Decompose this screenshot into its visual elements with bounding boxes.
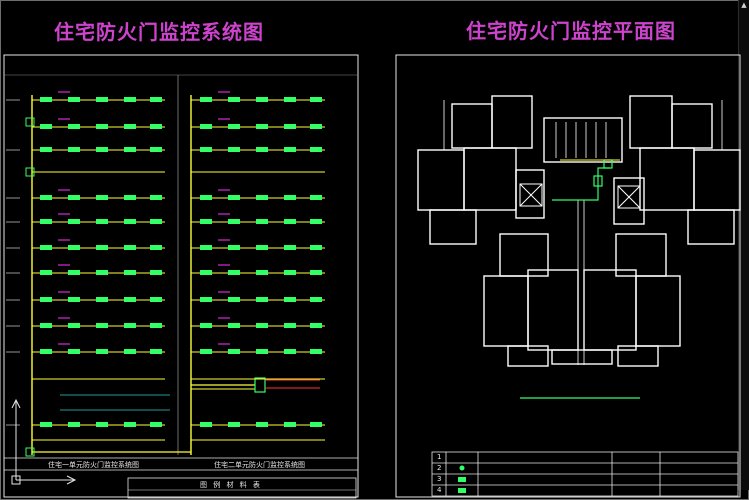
legend-row-number: 4 — [437, 486, 442, 494]
floor-plan-title: 住宅防火门监控平面图 — [466, 19, 676, 43]
vertical-scrollbar[interactable]: ▲ — [738, 0, 749, 490]
plan-sheet-border — [395, 54, 741, 498]
system-diagram-title: 住宅防火门监控系统图 — [54, 20, 264, 44]
ucs-icon — [11, 398, 77, 485]
plan-legend-table — [431, 451, 739, 497]
legend-row-number: 1 — [437, 453, 442, 461]
legend-table-title: 图 例 材 料 表 — [200, 481, 262, 489]
controller-box — [254, 377, 266, 393]
elevator-shafts — [519, 183, 641, 209]
floor-plan-walls — [417, 95, 741, 367]
system-sheet-border — [3, 54, 359, 498]
legend-row-number: 2 — [437, 464, 442, 472]
unit-two-caption: 住宅二单元防火门监控系统图 — [214, 461, 305, 469]
unit-one-caption: 住宅一单元防火门监控系统图 — [48, 461, 139, 469]
legend-row-number: 3 — [437, 475, 442, 483]
door-monitor-devices — [40, 97, 322, 427]
plan-monitor-wiring — [520, 159, 640, 399]
scroll-up-arrow-icon[interactable]: ▲ — [741, 1, 747, 9]
